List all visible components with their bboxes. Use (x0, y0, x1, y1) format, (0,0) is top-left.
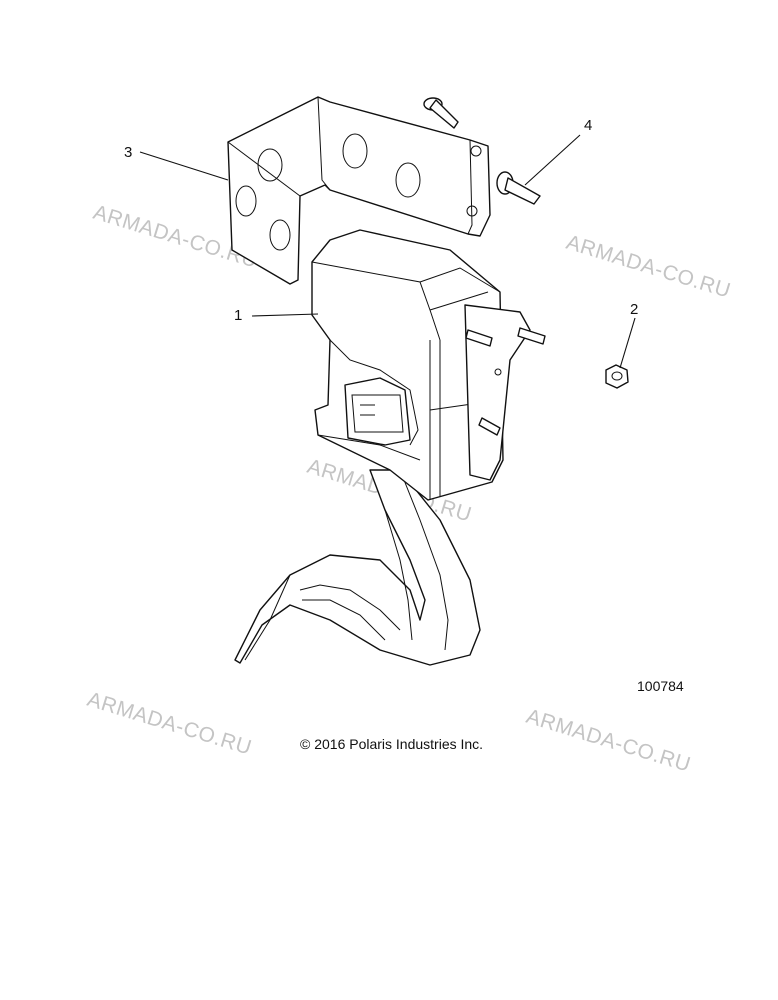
copyright-notice: © 2016 Polaris Industries Inc. (300, 736, 483, 752)
leader-callout-1 (251, 313, 319, 317)
watermark-2: ARMADA-CO.RU (564, 231, 734, 303)
bolt-part-4-lower (496, 171, 541, 205)
leader-callout-4 (524, 134, 581, 186)
callout-3: 3 (124, 144, 132, 161)
callouts: 3 4 1 2 (124, 117, 638, 324)
leader-callout-2 (619, 317, 636, 369)
callout-4: 4 (584, 117, 592, 134)
leader-callout-3 (139, 151, 229, 181)
nut-part-2 (605, 364, 629, 389)
callout-1: 1 (234, 307, 242, 324)
bracket-part-3 (227, 96, 491, 285)
figure-number: 100784 (637, 678, 684, 694)
bolt-part-4-upper (423, 97, 459, 129)
watermark-5: ARMADA-CO.RU (524, 705, 694, 777)
watermark-4: ARMADA-CO.RU (85, 688, 255, 760)
callout-2: 2 (630, 301, 638, 318)
leader-lines (139, 134, 636, 369)
pedal-assembly-part-1 (234, 229, 546, 666)
